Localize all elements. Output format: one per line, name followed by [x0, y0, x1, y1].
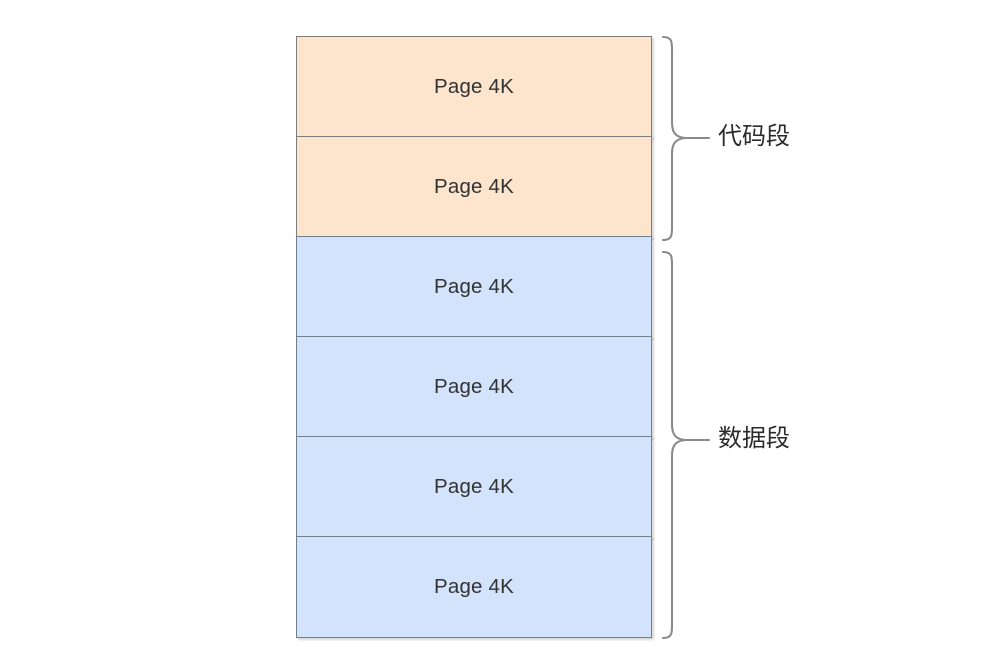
page-box-5[interactable]: Page 4K [296, 436, 652, 538]
page-box-label: Page 4K [433, 374, 515, 398]
data-segment-brace-icon [661, 250, 687, 640]
page-box-label: Page 4K [433, 574, 515, 598]
page-box-1[interactable]: Page 4K [296, 36, 652, 138]
page-box-4[interactable]: Page 4K [296, 336, 652, 438]
page-box-6[interactable]: Page 4K [296, 536, 652, 638]
page-box-label: Page 4K [433, 74, 515, 98]
page-box-label: Page 4K [433, 274, 515, 298]
code-segment-brace-icon [661, 35, 687, 242]
page-box-3[interactable]: Page 4K [296, 236, 652, 338]
code-segment-label: 代码段 [718, 123, 790, 150]
data-segment-label: 数据段 [718, 425, 790, 452]
page-box-label: Page 4K [433, 174, 515, 198]
page-box-label: Page 4K [433, 474, 515, 498]
page-stack: Page 4K Page 4K Page 4K Page 4K Page 4K … [296, 36, 652, 638]
page-box-2[interactable]: Page 4K [296, 136, 652, 238]
